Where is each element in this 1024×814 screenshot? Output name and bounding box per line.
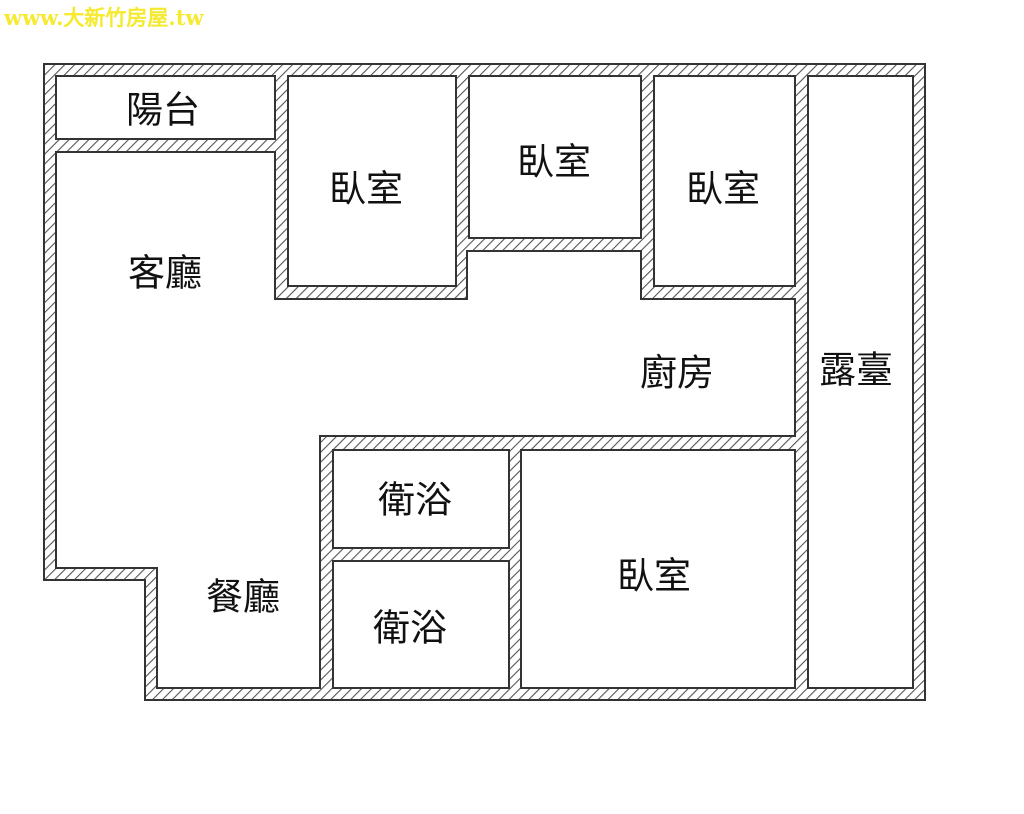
room-label-bedroom-2: 臥室: [517, 141, 591, 184]
wall-structure: [43, 63, 926, 701]
room-label-bedroom-1: 臥室: [329, 168, 403, 211]
room-label-bedroom-3: 臥室: [686, 168, 760, 211]
watermark-text: www.大新竹房屋.tw: [4, 5, 204, 30]
room-label-kitchen: 廚房: [640, 352, 714, 395]
room-label-bathroom-2: 衛浴: [373, 607, 447, 650]
room-label-living-room: 客廳: [128, 252, 202, 295]
room-label-bedroom-4: 臥室: [617, 555, 691, 598]
room-label-dining-room: 餐廳: [206, 576, 280, 619]
room-label-balcony: 陽台: [126, 89, 200, 132]
room-label-bathroom-1: 衛浴: [378, 479, 452, 522]
room-label-terrace: 露臺: [819, 349, 893, 392]
